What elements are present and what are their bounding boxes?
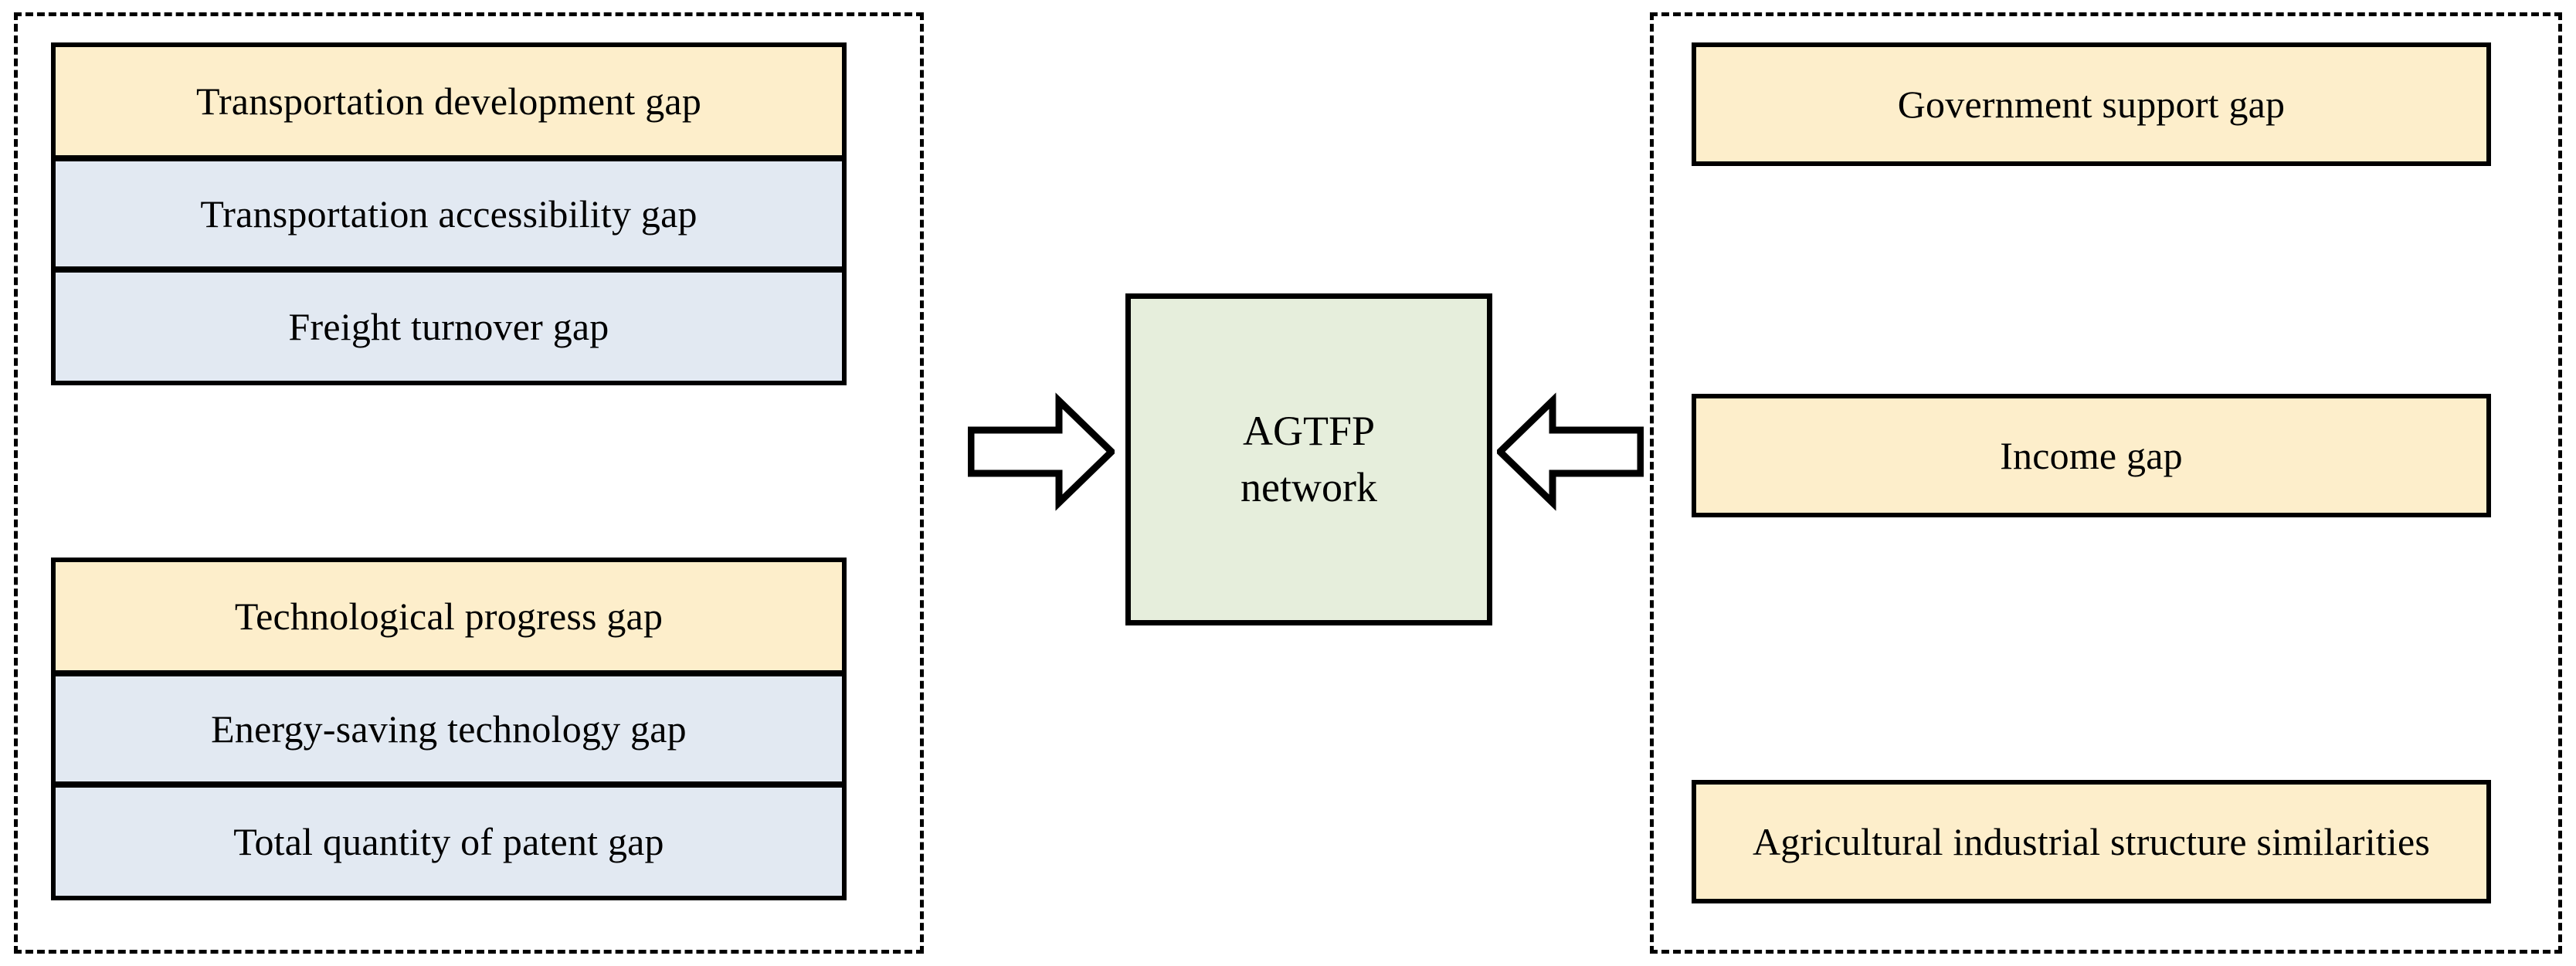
factor-box-energy-saving-technology-gap[interactable]: Energy-saving technology gap [51,672,847,786]
factor-box-label: Agricultural industrial structure simila… [1752,820,2431,863]
factor-box-transportation-development-gap[interactable]: Transportation development gap [51,42,847,160]
factor-box-transportation-accessibility-gap[interactable]: Transportation accessibility gap [51,157,847,271]
factor-box-label: Energy-saving technology gap [211,707,687,751]
left-factor-group-container [14,12,924,954]
agtfp-network-node[interactable]: AGTFP network [1125,293,1492,625]
agtfp-label-line1: AGTFP [1242,408,1376,455]
factor-box-label: Transportation development gap [195,80,702,123]
factor-box-technological-progress-gap[interactable]: Technological progress gap [51,558,847,675]
factor-box-label: Total quantity of patent gap [233,820,664,863]
factor-box-label: Freight turnover gap [288,305,609,348]
right-factor-group-container [1650,12,2562,954]
factor-box-label: Government support gap [1897,83,2286,126]
factor-box-freight-turnover-gap[interactable]: Freight turnover gap [51,268,847,385]
factor-box-government-support-gap[interactable]: Government support gap [1692,42,2491,166]
arrow-right-icon [968,390,1115,514]
factor-box-total-quantity-of-patent-gap[interactable]: Total quantity of patent gap [51,783,847,900]
arrow-left-icon-shape [1497,392,1644,511]
factor-box-label: Technological progress gap [234,595,664,638]
factor-box-label: Transportation accessibility gap [200,192,697,236]
factor-box-income-gap[interactable]: Income gap [1692,394,2491,517]
arrow-right-icon-shape [968,392,1115,511]
agtfp-network-label: AGTFP network [1240,403,1377,516]
factor-box-agricultural-industrial-structure-similarities[interactable]: Agricultural industrial structure simila… [1692,780,2491,903]
factor-box-label: Income gap [2000,434,2183,477]
agtfp-label-line2: network [1240,464,1377,510]
arrow-left-icon [1497,390,1644,514]
